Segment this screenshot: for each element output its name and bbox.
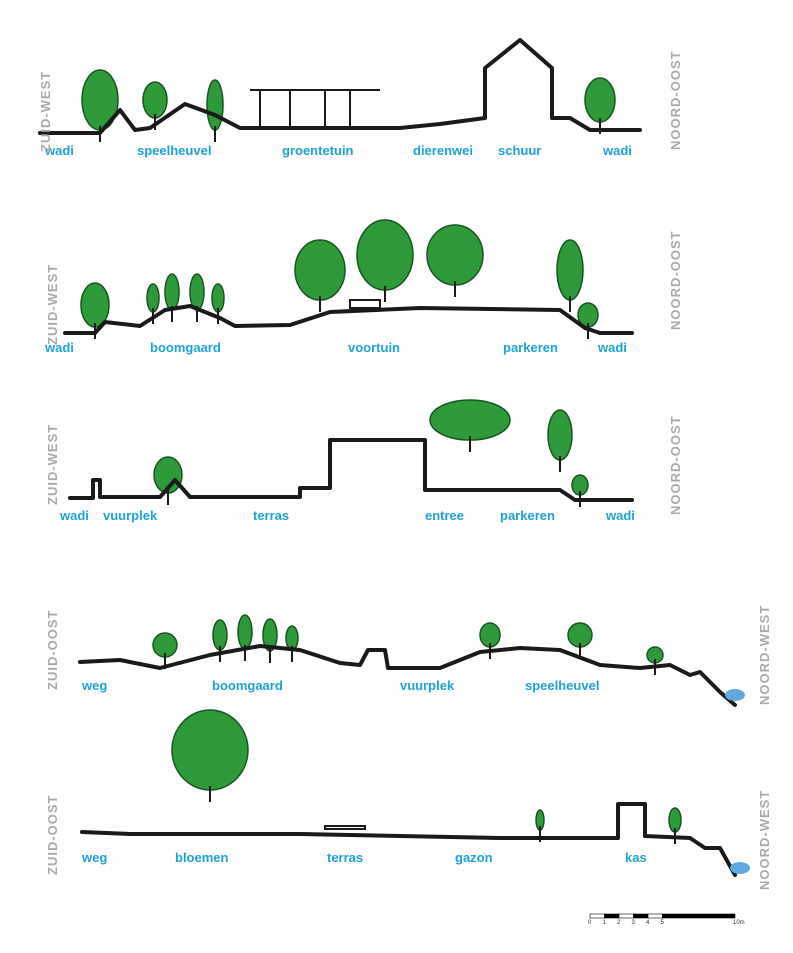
section-label: wadi [603,143,632,158]
section-label: wadi [598,340,627,355]
orientation-label-left: ZUID-OOST [45,609,60,691]
tree-icon [429,399,511,441]
scale-tick-label: 2 [617,920,621,926]
ground-line-section-4 [78,644,737,707]
section-label: terras [253,508,290,523]
tree-icon [142,81,168,119]
section-label: wadi [60,508,89,523]
ground-line-section-2 [63,304,634,335]
section-label: weg [82,850,108,865]
scale-tick-label: 10m [733,920,745,926]
ground-line-section-5 [80,802,737,877]
tree-icon [294,239,346,301]
orientation-label-right: NOORD-WEST [757,789,772,890]
scale-segment [618,913,634,919]
building-lines [250,89,381,830]
scale-tick-label: 0 [588,920,592,926]
water [725,689,750,874]
tree-icon [237,614,253,650]
tree-icon [171,709,249,791]
tree-icon [212,619,228,651]
section-label: weg [82,678,108,693]
tree-icon [164,273,180,311]
tree-icon [189,273,205,311]
tree-icon [356,219,414,291]
section-label: entree [425,508,465,523]
scale-tick-label: 5 [660,920,664,926]
section-label: kas [625,850,647,865]
orientation-label-left: ZUID-OOST [45,794,60,876]
ground-line-section-1 [38,38,642,135]
section-label: voortuin [348,340,400,355]
section-label: bloemen [175,850,229,865]
scale-segment [647,913,663,919]
scale-segment [589,913,605,919]
scale-segment [633,913,649,919]
section-label: wadi [45,143,74,158]
orientation-label-right: NOORD-WEST [757,604,772,705]
tree-icon [206,79,224,131]
orientation-label-left: ZUID-WEST [45,423,60,505]
section-label: boomgaard [150,340,221,355]
tree-icon [547,409,573,461]
tree-icon [556,239,584,301]
section-label: parkeren [503,340,558,355]
vegetation [80,69,682,844]
section-label: speelheuvel [137,143,212,158]
section-label: gazon [455,850,493,865]
section-label: terras [327,850,364,865]
section-label: boomgaard [212,678,283,693]
section-label: wadi [606,508,635,523]
scale-tick-label: 1 [602,920,606,926]
ground-line-section-3 [68,438,634,502]
orientation-label-left: ZUID-WEST [38,70,53,152]
scale-bar [589,913,736,919]
tree-icon [211,283,225,313]
section-label: speelheuvel [525,678,600,693]
scale-tick-label: 3 [631,920,635,926]
section-label: vuurplek [103,508,158,523]
orientation-label-right: NOORD-OOST [668,50,683,150]
section-label: parkeren [500,508,555,523]
tree-icon [426,224,484,286]
section-label: dierenwei [413,143,473,158]
tree-icon [146,283,160,313]
section-label: vuurplek [400,678,455,693]
scale-segment [662,913,736,919]
section-label: groentetuin [282,143,354,158]
orientation-label-right: NOORD-OOST [668,415,683,515]
section-label: wadi [45,340,74,355]
section-label: schuur [498,143,542,158]
tree-icon [584,77,616,123]
orientation-label-right: NOORD-OOST [668,230,683,330]
scale-tick-label: 4 [646,920,650,926]
orientation-label-left: ZUID-WEST [45,263,60,345]
scale-segment [604,913,620,919]
